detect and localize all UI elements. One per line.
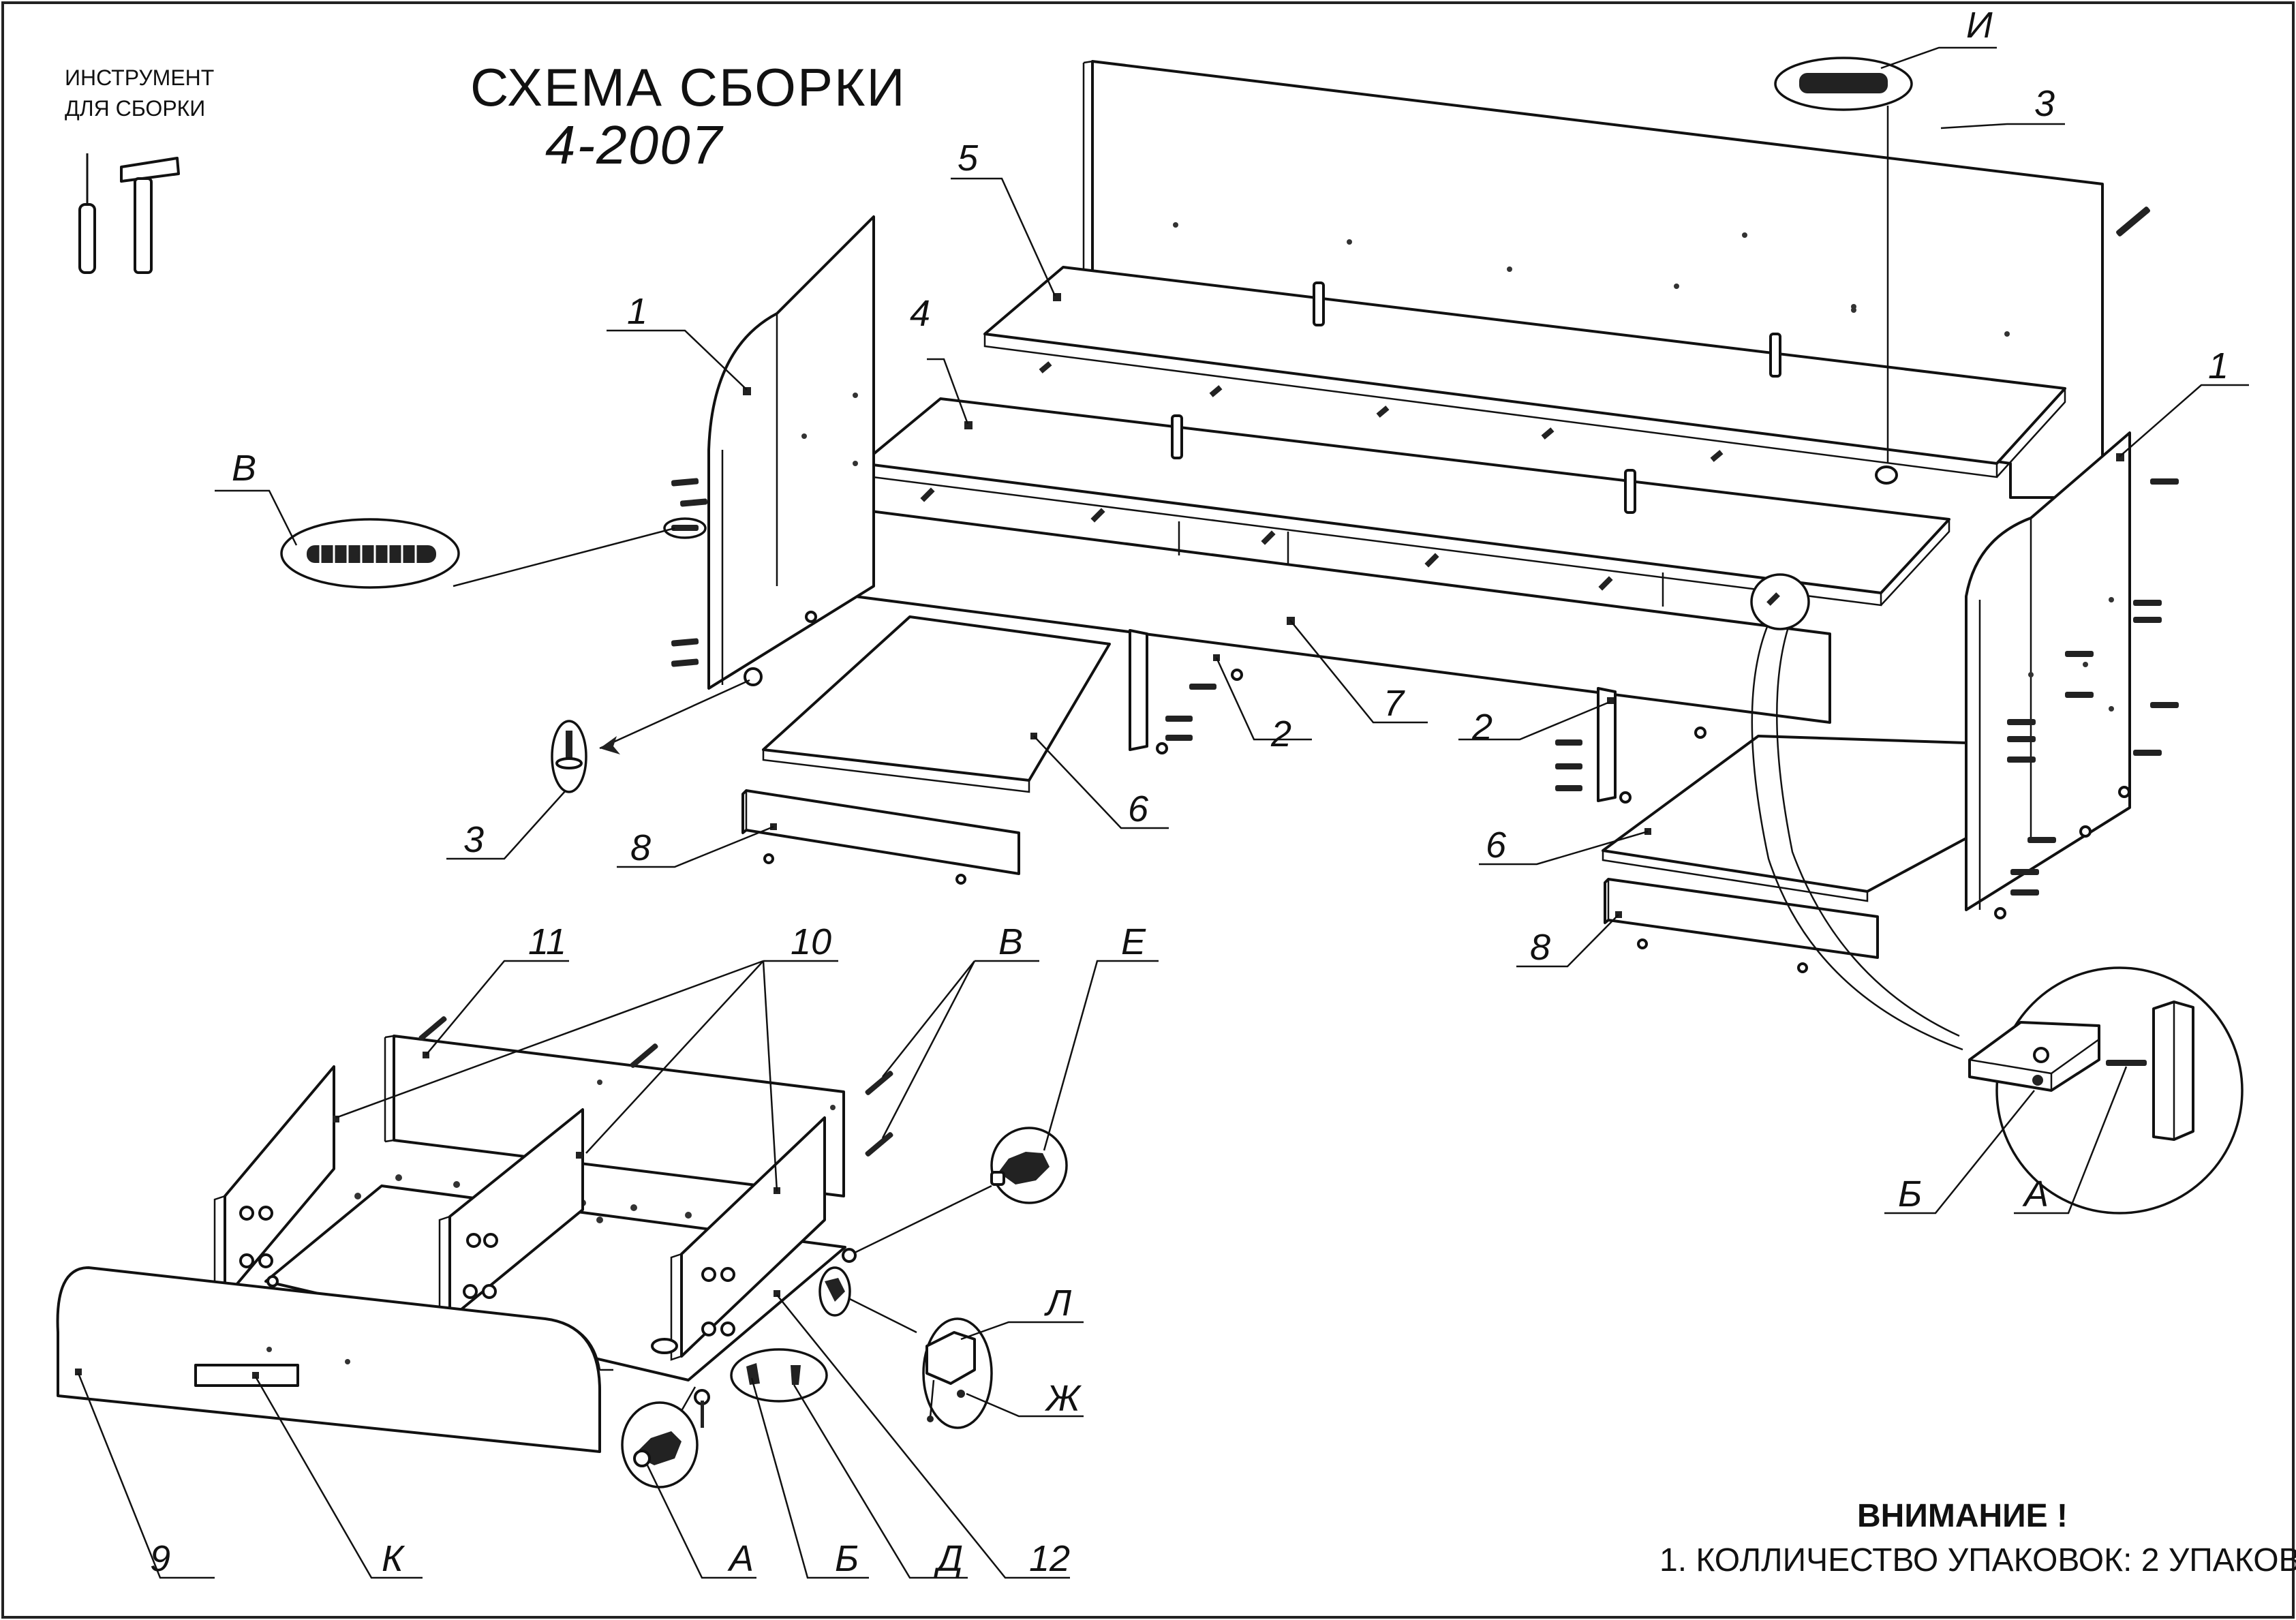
label-drawer-partitions: 10 [791, 921, 831, 962]
left-bottom-panel [762, 611, 1111, 793]
label-upper-front-rail: 7 [1383, 683, 1405, 724]
warning-heading: ВНИМАНИЕ ! [1857, 1498, 2068, 1534]
label-drawer-back: 11 [528, 921, 566, 962]
left-side-screws [663, 478, 708, 667]
callout-leg-3 [446, 679, 750, 860]
drawer-assembly [56, 960, 1159, 1579]
label-drawer-handle-К: К [382, 1538, 405, 1579]
callout-wheel-А [621, 1386, 756, 1579]
label-upper-bottom-right: 6 [1486, 825, 1507, 866]
label-upper-divider-center: 2 [1270, 714, 1291, 754]
callout-pins-Б-Д [694, 1294, 1070, 1579]
right-side-screws [1994, 207, 2179, 919]
label-upper-detail-Б: Б [1898, 1174, 1922, 1214]
label-upper-plinth-right: 8 [1530, 927, 1550, 968]
screwdriver-icon [78, 153, 96, 274]
label-upper-plinth-left: 8 [630, 827, 651, 868]
label-upper-back-panel: 3 [2034, 83, 2055, 124]
callout-fastener-В [215, 489, 675, 589]
label-upper-detail-А: А [2022, 1174, 2049, 1214]
label-upper-fastener-И: И [1966, 5, 1993, 46]
hammer-icon [120, 157, 180, 274]
tools-caption-line2: ДЛЯ СБОРКИ [65, 96, 205, 121]
model-number: 4-2007 [545, 114, 724, 175]
right-divider [1555, 687, 1706, 804]
diagram-title: СХЕМА СБОРКИ [470, 57, 906, 117]
label-upper-upper-shelf: 5 [958, 138, 979, 179]
drawer-front-panel [56, 1266, 613, 1453]
drawer-side-right [651, 1116, 826, 1361]
upper-leader-lines [607, 123, 2249, 968]
label-drawer-front: 9 [150, 1538, 170, 1579]
label-upper-leg: 3 [463, 819, 484, 860]
tools-caption-line1: ИНСТРУМЕНТ [65, 65, 214, 90]
label-upper-bottom-left: 6 [1128, 789, 1149, 829]
title-block: СХЕМА СБОРКИ 4-2007 [470, 57, 906, 175]
callout-fastener-И [1774, 46, 1997, 485]
label-upper-side-left: 1 [627, 291, 647, 332]
drawer-partition-middle [438, 1108, 584, 1320]
label-drawer-screw-Ж: Ж [1044, 1378, 1082, 1419]
warning-block: ВНИМАНИЕ ! 1. КОЛЛИЧЕСТВО УПАКОВОК: 2 УП… [1659, 1498, 2296, 1578]
warning-line-1: 1. КОЛЛИЧЕСТВО УПАКОВОК: 2 УПАКОВКИ. [1659, 1542, 2296, 1578]
upper-shelf [983, 266, 2066, 478]
drawer-side-left [213, 1065, 339, 1303]
tools-block: ИНСТРУМЕНТ ДЛЯ СБОРКИ [65, 65, 214, 274]
drawer-fasteners-В [865, 960, 1039, 1157]
left-side-panel [707, 215, 875, 690]
center-divider [1129, 629, 1243, 754]
part-labels: 1 4 5 3 И 1 В 7 2 2 6 6 3 8 8 Б А 11 10 … [150, 5, 2229, 1579]
bed-frame-assembly [215, 46, 2249, 1214]
label-upper-fastener-В: В [232, 448, 256, 489]
right-side-panel [1965, 431, 2131, 911]
left-plinth [741, 789, 1020, 885]
right-plinth [1604, 878, 1879, 973]
drawer-leader-lines [77, 960, 838, 1579]
callout-bracket-Л [818, 1266, 1084, 1429]
shelf-dowels [1039, 281, 1781, 514]
label-drawer-pin-Д: Д [934, 1538, 963, 1579]
label-upper-side-right: 1 [2208, 346, 2229, 386]
label-upper-divider-right: 2 [1471, 707, 1493, 748]
label-drawer-wheel-А: А [727, 1538, 754, 1579]
detail-view-А-Б [1750, 573, 2244, 1214]
drawer-back-panel [384, 1016, 845, 1197]
label-drawer-fastener-В: В [998, 921, 1023, 962]
label-drawer-bolt-Б: Б [835, 1538, 859, 1579]
right-bottom-panel [1602, 735, 1968, 902]
label-drawer-wheel-Е: Е [1121, 921, 1146, 962]
label-drawer-bracket-Л: Л [1044, 1283, 1072, 1324]
callout-wheel-Е [842, 960, 1159, 1263]
left-leg-peg [744, 667, 763, 686]
label-drawer-bottom: 12 [1029, 1538, 1070, 1579]
label-upper-top-shelf: 4 [910, 293, 930, 334]
